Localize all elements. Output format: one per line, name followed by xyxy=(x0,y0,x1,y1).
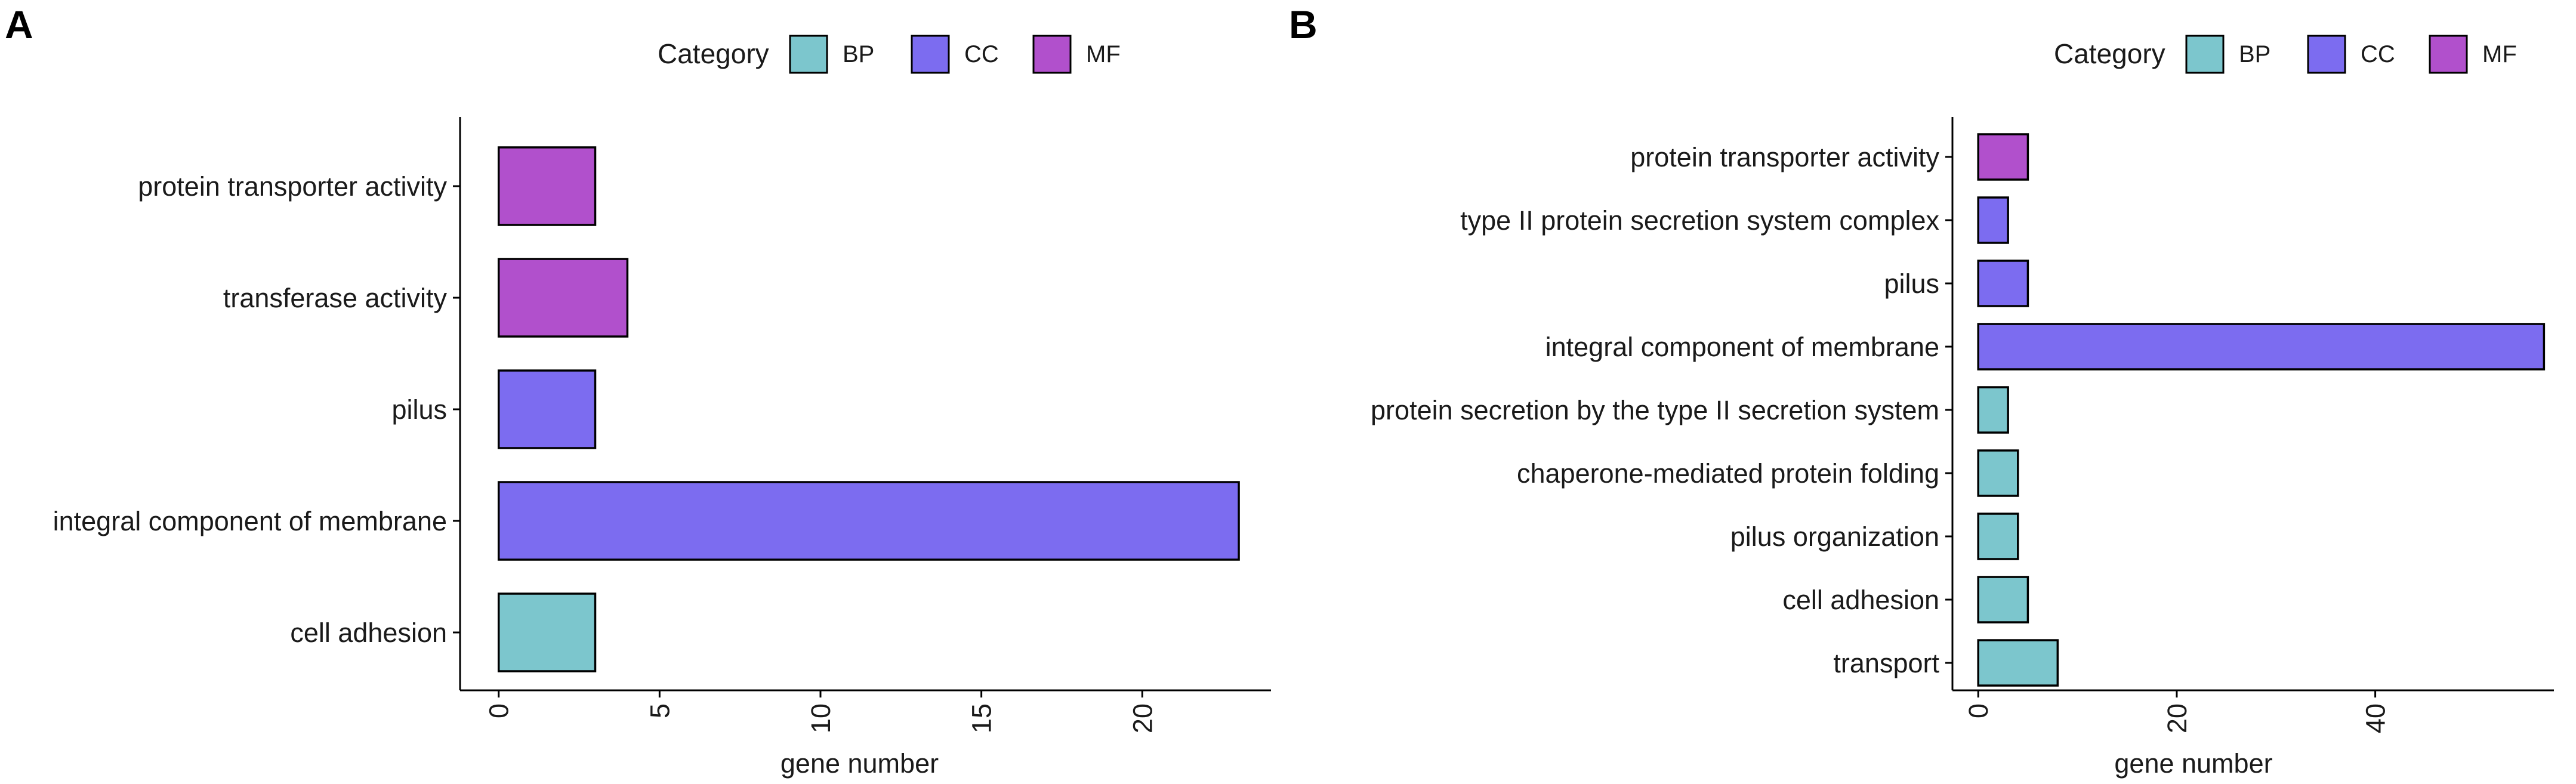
y-tick-label: integral component of membrane xyxy=(1545,332,1939,362)
y-tick-label: type II protein secretion system complex xyxy=(1460,205,1939,236)
legend-key-bp xyxy=(2185,35,2225,74)
legend-title: Category xyxy=(658,38,769,69)
y-tick-label: chaperone-mediated protein folding xyxy=(1517,458,1939,489)
legend-label-bp: BP xyxy=(2239,41,2270,67)
legend-title: Category xyxy=(2054,38,2165,69)
legend-key-mf xyxy=(2429,35,2468,74)
legend-key-cc xyxy=(2307,35,2346,74)
bar xyxy=(1977,449,2019,497)
y-tick-label: transport xyxy=(1833,648,1939,678)
y-tick-label: cell adhesion xyxy=(290,618,447,648)
bar xyxy=(1977,323,2546,371)
bar xyxy=(1977,386,2009,434)
bar xyxy=(1977,639,2059,687)
panel-label: A xyxy=(5,2,33,47)
panel-b: B Category BP CC MF protein transporter activ… xyxy=(1289,2,2554,779)
legend-label-mf: MF xyxy=(1086,41,1121,67)
x-tick-label: 15 xyxy=(967,703,997,733)
x-tick-label: 5 xyxy=(644,703,675,718)
y-tick-label: pilus xyxy=(391,394,447,425)
bar xyxy=(497,369,597,449)
legend-label-bp: BP xyxy=(843,41,874,67)
bar xyxy=(1977,576,2029,624)
panel-a: A Category BP CC MF protein transporter activ… xyxy=(5,2,1271,779)
x-tick-label: 10 xyxy=(806,703,836,733)
bar xyxy=(1977,133,2029,181)
y-tick-label: cell adhesion xyxy=(1782,585,1939,615)
y-tick-label: integral component of membrane xyxy=(53,506,447,536)
y-tick-label: protein secretion by the type II secreti… xyxy=(1371,395,1939,425)
x-tick-label: 40 xyxy=(2361,703,2391,733)
bar xyxy=(1977,260,2029,307)
y-tick-label: pilus organization xyxy=(1730,521,1939,552)
legend-key-cc xyxy=(911,35,950,74)
legend-label-mf: MF xyxy=(2482,41,2517,67)
x-tick-label: 0 xyxy=(484,703,514,718)
x-tick-label: 20 xyxy=(1127,703,1158,733)
legend-key-bp xyxy=(789,35,828,74)
bar xyxy=(497,146,597,226)
legend-label-cc: CC xyxy=(964,41,999,67)
x-axis-label: gene number xyxy=(780,748,939,779)
legend-label-cc: CC xyxy=(2361,41,2395,67)
bar xyxy=(497,258,629,338)
y-tick-label: transferase activity xyxy=(223,283,448,313)
x-tick-label: 0 xyxy=(1963,703,1994,718)
x-tick-label: 20 xyxy=(2162,703,2192,733)
x-axis-label: gene number xyxy=(2114,748,2272,779)
y-tick-label: pilus xyxy=(1884,268,1939,299)
y-tick-label: protein transporter activity xyxy=(138,171,447,202)
bar xyxy=(497,481,1240,561)
bar xyxy=(497,592,597,672)
bar xyxy=(1977,196,2009,244)
y-tick-label: protein transporter activity xyxy=(1630,142,1939,172)
panel-label: B xyxy=(1289,2,1318,47)
bar xyxy=(1977,513,2019,560)
legend-key-mf xyxy=(1032,35,1072,74)
